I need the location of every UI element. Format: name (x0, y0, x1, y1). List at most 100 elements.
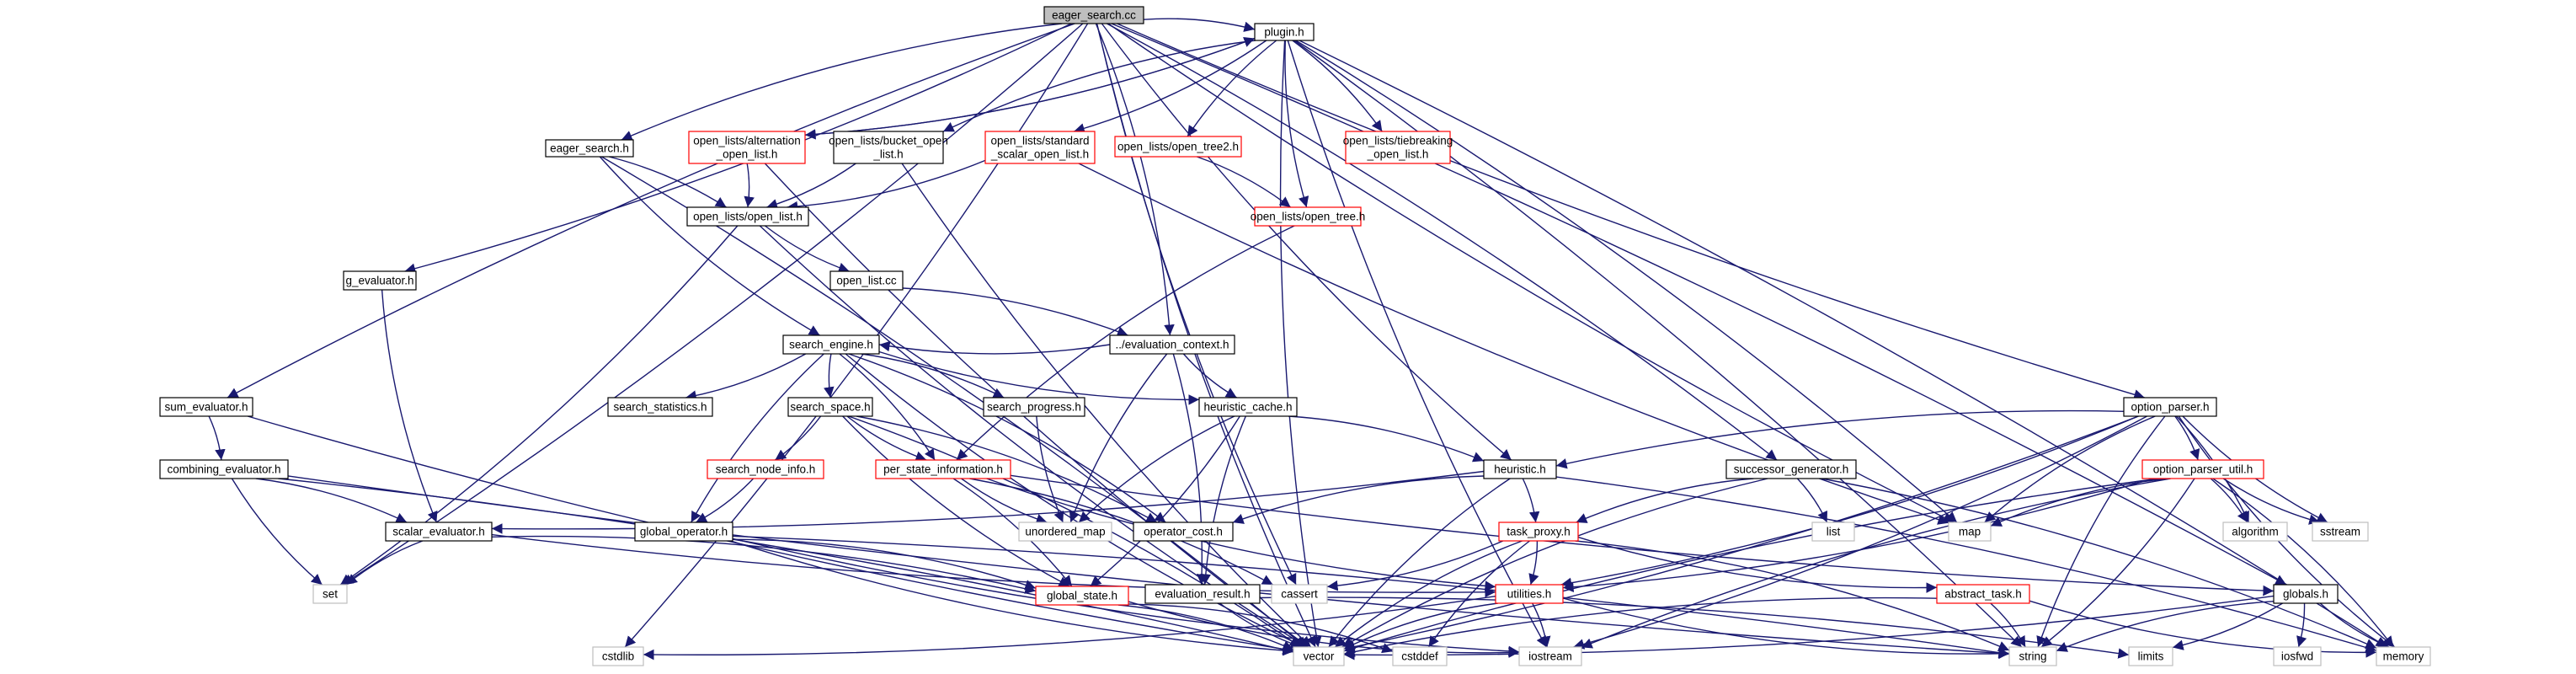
edge-path (491, 535, 1037, 594)
node-search-statistics[interactable]: search_statistics.h (607, 397, 713, 417)
node-global-state[interactable]: global_state.h (1035, 586, 1129, 606)
node-label: per_state_information.h (883, 463, 1003, 476)
edge-global_state-to-cstddef (1128, 603, 1394, 654)
node-option-parser[interactable]: option_parser.h (2123, 397, 2217, 417)
edge-plugin_h-to-string (1293, 40, 2023, 648)
edge-path (1343, 602, 1498, 650)
edge-eager_search_cc-to-eager_search_h (621, 23, 1063, 141)
edge-plugin_h-to-ol_tree2 (1187, 40, 1277, 137)
node-g-evaluator[interactable]: g_evaluator.h (343, 270, 417, 291)
edges-layer (208, 18, 2396, 661)
node-ol-alternation[interactable]: open_lists/alternation_open_list.h (688, 131, 806, 164)
edge-path (952, 478, 1073, 587)
node-task-proxy[interactable]: task_proxy.h (1498, 522, 1579, 542)
edge-g_evaluator-to-scalar_evaluator (381, 289, 438, 523)
edge-search_engine-to-search_statistics (685, 353, 807, 401)
edge-path (255, 478, 408, 523)
edge-per_state_information-to-cassert (969, 478, 1273, 586)
edge-eager_search_cc-to-globals (1111, 23, 2287, 586)
edge-option_parser_util-to-map (1990, 478, 2168, 527)
node-heuristic-cache[interactable]: heuristic_cache.h (1198, 397, 1298, 417)
edge-path (986, 478, 1496, 591)
edge-heuristic_cache-to-global_state (1090, 415, 1240, 587)
edge-path (599, 156, 820, 336)
node-option-parser-util[interactable]: option_parser_util.h (2141, 459, 2264, 479)
edge-scalar_evaluator-to-global_state (491, 535, 1037, 594)
node-ol-open-list[interactable]: open_lists/open_list.h (686, 206, 809, 227)
edge-path (1069, 353, 1168, 523)
node-plugin-h[interactable]: plugin.h (1254, 23, 1315, 41)
node-ol-tiebreaking[interactable]: open_lists/tiebreaking_open_list.h (1343, 131, 1453, 164)
edge-evaluation_context-to-search_engine (878, 340, 1111, 355)
node-box (634, 522, 733, 542)
edge-plugin_h-to-iostream (1287, 40, 1547, 648)
edge-search_engine-to-heuristic_cache (878, 350, 1200, 405)
node-box (1133, 522, 1234, 542)
node-unordered-map: unordered_map (1018, 522, 1112, 542)
edge-path (1143, 18, 1256, 32)
edge-path (846, 415, 927, 462)
edge-path (1293, 40, 2023, 648)
edge-path (764, 163, 1309, 648)
node-box (2141, 459, 2264, 479)
node-box (1345, 131, 1451, 164)
node-global-operator[interactable]: global_operator.h (634, 522, 733, 542)
edge-path (2040, 478, 2195, 648)
node-sum-evaluator[interactable]: sum_evaluator.h (159, 397, 253, 417)
edge-path (621, 23, 1063, 141)
edge-globals-to-string (2056, 601, 2275, 652)
node-per-state-information[interactable]: per_state_information.h (875, 459, 1011, 479)
edge-utilities-to-string (1562, 597, 2010, 660)
node-search-engine[interactable]: search_engine.h (782, 334, 880, 355)
edge-path (1090, 415, 1240, 587)
node-search-space[interactable]: search_space.h (787, 397, 873, 417)
node-set: set (312, 584, 348, 604)
edge-option_parser-to-option_parser_util (2174, 415, 2200, 461)
edge-search_engine-to-search_space (824, 353, 835, 399)
edge-search_engine-to-operator_cost (848, 353, 1166, 523)
edge-path (764, 225, 850, 273)
edge-path (878, 350, 1200, 405)
edge-evaluation_result-to-limits (1259, 596, 2130, 659)
edge-path (804, 37, 1256, 136)
edge-plugin_h-to-ol_tree (1284, 40, 1309, 208)
edge-combining_evaluator-to-string (287, 475, 2010, 659)
node-operator-cost[interactable]: operator_cost.h (1133, 522, 1234, 542)
node-eager-search-h[interactable]: eager_search.h (545, 139, 634, 158)
node-globals[interactable]: globals.h (2273, 584, 2339, 604)
node-ol-tree[interactable]: open_lists/open_tree.h (1251, 206, 1366, 227)
node-scalar-evaluator[interactable]: scalar_evaluator.h (385, 522, 493, 542)
node-eager-search-cc[interactable]: eager_search.cc (1043, 6, 1144, 24)
node-box (1254, 23, 1315, 41)
node-heuristic[interactable]: heuristic.h (1483, 459, 1557, 479)
node-label: scalar_evaluator.h (392, 526, 485, 538)
node-open-list-cc[interactable]: open_list.cc (829, 270, 904, 291)
edge-heuristic_cache-to-evaluation_result (1200, 415, 1246, 586)
node-ol-bucket[interactable]: open_lists/bucket_open_list.h (829, 131, 948, 164)
node-label: search_engine.h (789, 339, 873, 351)
node-label: cassert (1281, 588, 1318, 601)
edge-evaluation_context-to-unordered_map (1069, 353, 1168, 523)
edge-ol_standard-to-ol_open_list (787, 159, 986, 212)
node-evaluation-result[interactable]: evaluation_result.h (1144, 584, 1261, 604)
node-successor-generator[interactable]: successor_generator.h (1725, 459, 1857, 479)
node-search-progress[interactable]: search_progress.h (983, 397, 1085, 417)
edge-heuristic-to-vector (1328, 478, 1511, 648)
node-ol-standard[interactable]: open_lists/standard_scalar_open_list.h (984, 131, 1096, 164)
edge-evaluation_context-to-evaluation_result (1172, 353, 1208, 586)
edge-path (1107, 23, 1955, 523)
edge-path (2210, 478, 2248, 523)
node-iosfwd: iosfwd (2273, 646, 2322, 666)
node-ol-tree2[interactable]: open_lists/open_tree2.h (1114, 136, 1242, 158)
edge-path (685, 353, 807, 401)
node-box (2273, 584, 2339, 604)
node-abstract-task[interactable]: abstract_task.h (1936, 584, 2030, 604)
edge-path (1562, 597, 2010, 660)
edge-path (1101, 23, 1512, 461)
edge-task_proxy-to-cassert (1326, 540, 1504, 591)
node-search-node-info[interactable]: search_node_info.h (707, 459, 824, 479)
node-utilities[interactable]: utilities.h (1495, 584, 1564, 604)
node-combining-evaluator[interactable]: combining_evaluator.h (159, 459, 289, 479)
node-evaluation-context[interactable]: ../evaluation_context.h (1109, 334, 1235, 355)
edge-path (1427, 540, 1530, 648)
